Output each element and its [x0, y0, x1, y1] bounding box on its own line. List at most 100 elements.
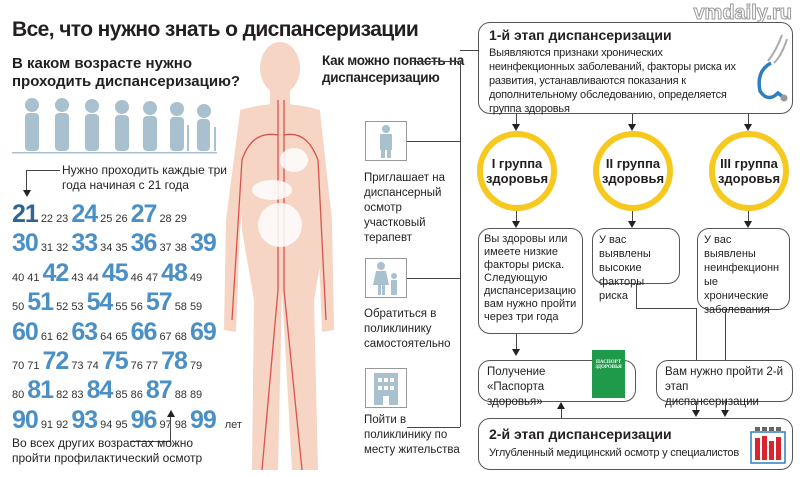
age-number: 29: [174, 213, 187, 225]
parent-child-icon: [365, 258, 407, 298]
age-number: 83: [71, 389, 84, 402]
age-number: 53: [71, 301, 84, 314]
age-number: 97: [159, 418, 172, 431]
age-highlighted: 39: [189, 229, 217, 258]
age-number: 88: [174, 389, 187, 402]
passport-text: Получение «Паспорта здоровья»: [487, 366, 546, 408]
age-number: 71: [27, 360, 40, 372]
age-number: 82: [56, 389, 69, 402]
age-number: 28: [159, 213, 172, 225]
age-number: 26: [115, 213, 128, 225]
stage1-box: 1-й этап диспансеризации Выявляются приз…: [478, 22, 793, 115]
age-number: 61: [40, 330, 54, 343]
age-number: 85: [115, 389, 128, 402]
age-number: 77: [145, 360, 159, 372]
age-number: 80: [12, 389, 25, 402]
need-stage2-box: Вам нужно пройти 2-й этап диспансеризаци…: [656, 360, 793, 408]
age-number: 98: [174, 418, 187, 431]
age-highlighted: 90: [12, 405, 39, 434]
age-highlighted: 42: [42, 258, 70, 287]
age-highlighted: 93: [71, 405, 98, 434]
age-highlighted: 54: [86, 288, 114, 317]
age-highlighted: 60: [12, 317, 39, 346]
age-number: 64: [100, 330, 113, 343]
stage2-text: Углубленный медицинский осмотр у специал…: [489, 447, 739, 459]
age-highlighted: 78: [161, 347, 188, 375]
health-group-3: III группа здоровья: [709, 131, 789, 211]
age-number: 74: [86, 360, 99, 372]
way-text: Обратиться в поликлинику самостоятельно: [364, 308, 451, 350]
age-highlighted: 51: [27, 288, 54, 317]
age-number: 50: [12, 301, 25, 314]
age-number: 43: [71, 271, 84, 284]
age-highlighted: 30: [12, 229, 39, 258]
age-highlighted: 45: [101, 258, 129, 287]
aging-people-icon: [12, 98, 217, 154]
age-number: 92: [56, 418, 69, 431]
every-three-years-note: Нужно проходить каждые три года начиная …: [62, 163, 227, 192]
group3-result: У вас выявлены неинфекционные хронически…: [697, 228, 790, 316]
age-highlighted: 84: [86, 376, 114, 405]
stage2-title: 2-й этап диспансеризации: [489, 426, 672, 442]
age-number: 32: [56, 242, 69, 255]
age-highlighted: 72: [42, 347, 70, 375]
age-number: 89: [189, 389, 203, 402]
age-number: 44: [86, 271, 99, 284]
health-passport-icon: ПАСПОРТ ЗДОРОВЬЯ: [592, 350, 625, 398]
age-number: 55: [115, 301, 128, 314]
age-number: 35: [115, 242, 128, 255]
health-group-2: II группа здоровья: [593, 131, 673, 211]
age-number: 68: [174, 330, 187, 343]
stethoscope-icon: [757, 34, 788, 102]
other-ages-note: Во всех других возрастах можно пройти пр…: [12, 436, 203, 465]
age-number: 34: [100, 242, 113, 255]
age-number: 76: [130, 360, 143, 372]
age-number: 25: [100, 213, 113, 225]
way-text: Приглашает на диспансерный осмотр участк…: [364, 172, 445, 244]
age-highlighted: 99: [189, 405, 217, 434]
watermark: vmdaily.ru: [693, 2, 793, 25]
group1-result: Вы здоровы или имеете низкие факторы рис…: [478, 228, 583, 334]
age-number: 58: [174, 301, 187, 314]
age-number: 37: [159, 242, 172, 255]
age-highlighted: 75: [101, 347, 129, 375]
age-number: 73: [71, 360, 84, 372]
age-number: 46: [130, 271, 143, 284]
age-number: 56: [130, 301, 143, 314]
way-text: Пойти в поликлинику по месту жительства: [364, 414, 460, 456]
age-number: 91: [40, 418, 54, 431]
age-number: 65: [115, 330, 128, 343]
age-number: 94: [100, 418, 113, 431]
health-group-1: I группа здоровья: [477, 131, 557, 211]
age-number: 52: [56, 301, 69, 314]
clinic-building-icon: [365, 368, 407, 408]
age-number: 23: [56, 213, 69, 225]
stage2-box: 2-й этап диспансеризации Углубленный мед…: [478, 418, 793, 470]
age-highlighted: 81: [27, 376, 54, 405]
age-highlighted: 48: [161, 258, 188, 287]
age-number: 95: [115, 418, 128, 431]
age-number: 59: [189, 301, 203, 314]
age-number: 40: [12, 271, 25, 284]
age-highlighted: 21: [12, 200, 39, 228]
age-number: 47: [145, 271, 159, 284]
years-label: лет: [224, 418, 242, 431]
age-highlighted: 87: [145, 376, 173, 405]
age-number: 41: [27, 271, 40, 284]
page-title: Все, что нужно знать о диспансеризации: [12, 18, 419, 41]
age-number: 49: [189, 271, 203, 284]
age-highlighted: 69: [189, 317, 217, 346]
stage1-title: 1-й этап диспансеризации: [489, 27, 672, 43]
stage1-text: Выявляются признаки хронических неинфекц…: [489, 47, 736, 115]
human-body-illustration: [224, 42, 334, 471]
age-highlighted: 66: [130, 317, 158, 346]
age-number: 86: [130, 389, 143, 402]
age-highlighted: 57: [145, 288, 173, 317]
age-highlighted: 96: [130, 405, 158, 434]
